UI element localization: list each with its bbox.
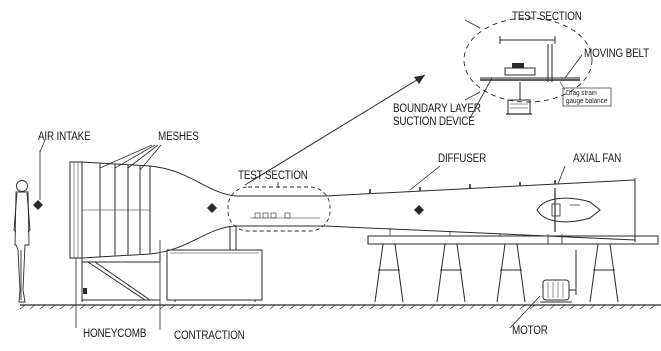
motor: [540, 250, 577, 303]
drag-balance-leader: [559, 81, 566, 91]
diffuser-label: DIFFUSER: [438, 153, 487, 165]
contraction-marker: [207, 203, 217, 213]
detail-test-section: [463, 17, 593, 115]
trestle-legs: [374, 243, 619, 303]
settling-chamber: [69, 161, 151, 259]
axial-fan-label: AXIAL FAN: [573, 153, 622, 165]
axial-fan-leader: [557, 165, 566, 185]
contraction-cone: [149, 165, 236, 255]
moving-belt-label: MOVING BELT: [584, 48, 649, 60]
diffuser-leader: [409, 165, 441, 191]
detail-arrow: [244, 74, 426, 186]
boundary-layer-label: BOUNDARY LAYER: [393, 103, 481, 115]
air-intake-marker: [33, 150, 43, 210]
contraction-label: CONTRACTION: [174, 330, 245, 342]
diffuser: [324, 178, 636, 242]
drag-balance-label-2: gauge balance: [566, 98, 608, 105]
axial-fan: [536, 188, 601, 245]
motor-label: MOTOR: [512, 325, 548, 337]
honeycomb-label: HONEYCOMB: [83, 328, 147, 340]
settling-stand: [81, 254, 161, 302]
drag-balance-label-1: Drag strain: [566, 90, 597, 97]
suction-device-label: SUCTION DEVICE: [393, 116, 475, 128]
motor-leader: [509, 295, 541, 329]
detail-test-section-label: TEST SECTION: [512, 11, 582, 23]
meshes-label: MESHES: [158, 131, 199, 143]
moving-belt-leader: [564, 54, 583, 79]
diffuser-marker: [414, 205, 424, 215]
meshes-leaders: [99, 144, 162, 171]
test-section-main: [227, 186, 331, 232]
drag-balance-box: [562, 87, 612, 107]
human-figure: [13, 180, 31, 303]
support-platform: [367, 228, 659, 245]
boundary-layer-leader: [469, 77, 493, 119]
air-intake-leader: [39, 139, 46, 153]
ground-line: [19, 304, 661, 310]
test-section-label: TEST SECTION: [238, 170, 308, 182]
contraction-support-box: [166, 226, 263, 302]
air-intake-label: AIR INTAKE: [38, 131, 91, 143]
